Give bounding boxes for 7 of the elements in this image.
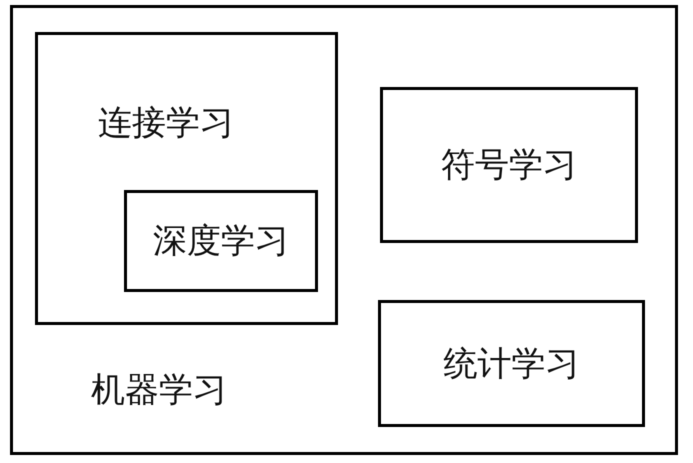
concept-box: 统计学习 [378,300,645,427]
box-heading: 连接学习 [98,103,234,143]
box-heading: 机器学习 [91,370,227,410]
container-box [35,32,338,325]
concept-box: 深度学习 [124,190,318,292]
concept-box: 符号学习 [380,87,638,243]
container-box [10,5,678,455]
